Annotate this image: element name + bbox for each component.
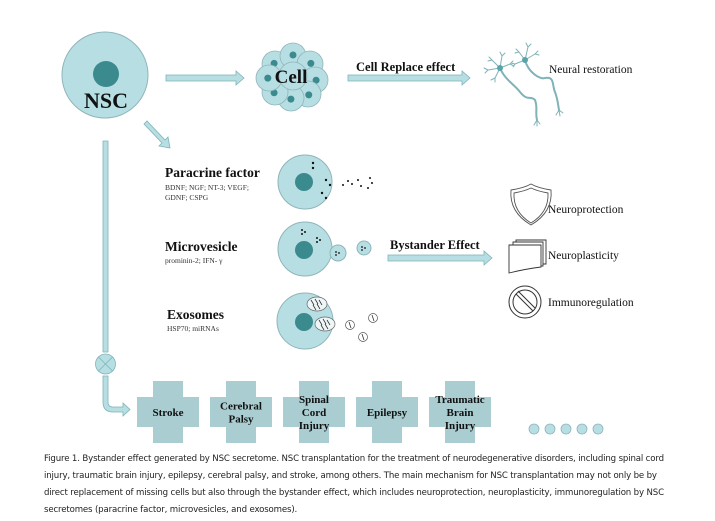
cross-shape — [210, 381, 272, 443]
arrow-nsc-to-secretomes — [143, 120, 171, 149]
cell-label: Cell — [275, 67, 308, 88]
disease-label: Spinal — [299, 394, 329, 406]
cluster-cell-center — [278, 61, 308, 91]
paracrine-title: Paracrine factor — [165, 165, 260, 180]
arrow-nsc-to-cell — [165, 70, 245, 86]
disease-label: Stroke — [153, 407, 184, 419]
nsc-nucleus — [93, 61, 119, 87]
bystander-arrow — [387, 250, 493, 266]
nsc-cell: NSC — [61, 31, 149, 119]
microvesicle-cell — [277, 221, 372, 277]
paracrine-factor-dots — [311, 161, 373, 200]
cross-shape — [283, 381, 345, 443]
paracrine-detail-2: GDNF; CSPG — [165, 193, 209, 202]
immunoregulation-label: Immunoregulation — [548, 297, 634, 309]
cross-shape — [356, 381, 418, 443]
disease-label: Brain — [447, 407, 474, 419]
cell-cluster — [255, 42, 329, 112]
disease-label: Cord — [302, 407, 326, 419]
microvesicle-detail: prominin-2; IFN- γ — [165, 256, 223, 265]
nsc-label: NSC — [84, 88, 128, 113]
disease-item: Stroke — [137, 381, 199, 443]
disease-list: StrokeCerebralPalsySpinalCordInjuryEpile… — [137, 381, 491, 443]
neuroprotection-label: Neuroprotection — [548, 204, 624, 216]
more-dot — [544, 423, 556, 435]
disease-label: Palsy — [228, 414, 254, 426]
shield-icon — [510, 183, 552, 226]
cell-replace-label: Cell Replace effect — [356, 60, 456, 74]
exosome-cell — [276, 292, 378, 350]
disease-label: Epilepsy — [367, 407, 408, 419]
cross-shape — [429, 381, 491, 443]
more-dot — [528, 423, 540, 435]
neuron-icon — [483, 42, 564, 127]
prohibition-icon — [508, 285, 542, 319]
more-dot — [592, 423, 604, 435]
nsc-to-diseases-connector — [95, 140, 131, 417]
paracrine-cell — [277, 154, 373, 210]
microvesicle-title: Microvesicle — [165, 239, 237, 254]
bystander-label: Bystander Effect — [390, 238, 481, 252]
exosomes-title: Exosomes — [167, 307, 224, 322]
cell-replace-arrow — [347, 70, 471, 86]
disease-label: Cerebral — [220, 401, 262, 413]
more-indicator — [528, 423, 604, 435]
neural-restoration-label: Neural restoration — [549, 64, 633, 76]
disease-label: Traumatic — [435, 394, 484, 406]
exosomes-detail: HSP70; miRNAs — [167, 324, 219, 333]
more-dot — [560, 423, 572, 435]
paracrine-detail-1: BDNF; NGF; NT-3; VEGF; — [165, 183, 249, 192]
disease-label: Injury — [299, 420, 330, 432]
pages-icon — [508, 239, 547, 274]
figure-diagram: NSC Cell Cell Replace effect Neural rest… — [61, 31, 634, 443]
disease-label: Injury — [445, 420, 476, 432]
neuroplasticity-label: Neuroplasticity — [548, 250, 619, 262]
more-dot — [576, 423, 588, 435]
cross-shape — [137, 381, 199, 443]
disease-item: Epilepsy — [356, 381, 418, 443]
figure-caption: Figure 1. Bystander effect generated by … — [44, 454, 664, 515]
